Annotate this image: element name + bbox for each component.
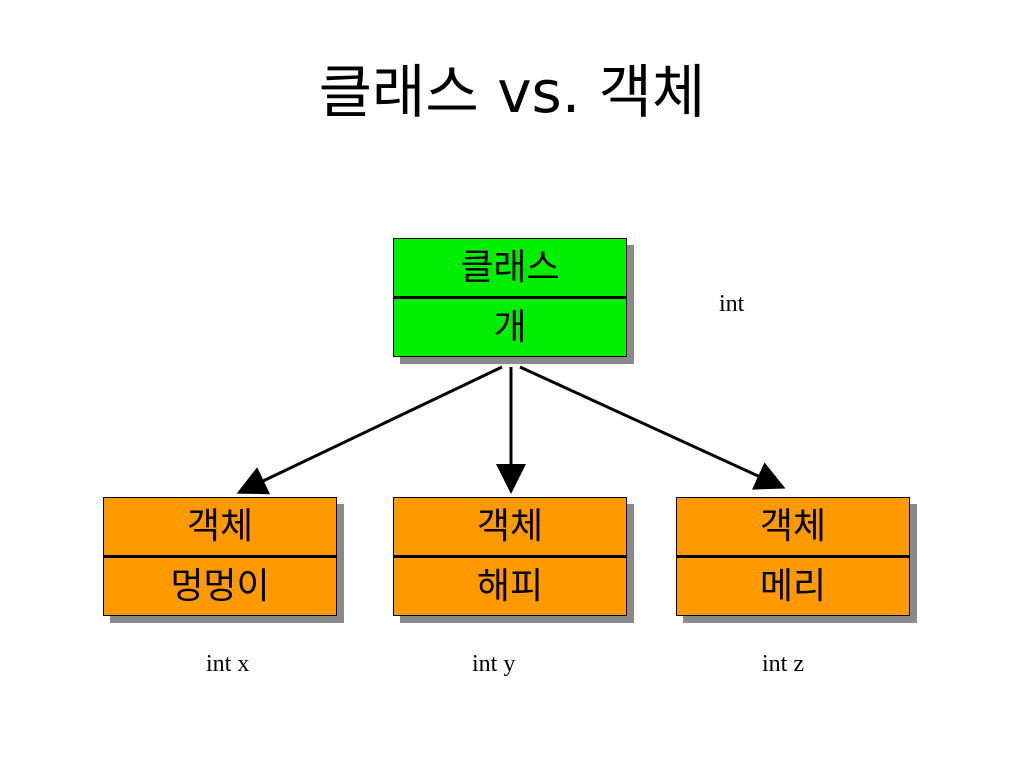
object-box-name: 메리 [759, 565, 827, 607]
class-box-header: 클래스 [394, 239, 626, 299]
class-note: int [719, 291, 745, 317]
arrow-to-object-1 [236, 365, 503, 495]
object-note: int z [762, 651, 804, 677]
object-note: int y [472, 651, 516, 677]
object-box-header: 객체 [677, 498, 909, 558]
object-box-header: 객체 [394, 498, 626, 558]
object-box: 객체 해피 [393, 497, 627, 616]
slide-title: 클래스 vs. 객체 [318, 58, 706, 126]
object-box-name: 해피 [476, 565, 544, 607]
class-box-name: 개 [493, 306, 527, 348]
object-box: 객체 멍멍이 [103, 497, 337, 616]
class-box: 클래스 개 [393, 238, 627, 357]
object-box-header: 객체 [104, 498, 336, 558]
arrow-to-object-3 [519, 365, 786, 490]
object-box: 객체 메리 [676, 497, 910, 616]
object-note: int x [206, 651, 250, 677]
object-box-name: 멍멍이 [170, 565, 270, 607]
